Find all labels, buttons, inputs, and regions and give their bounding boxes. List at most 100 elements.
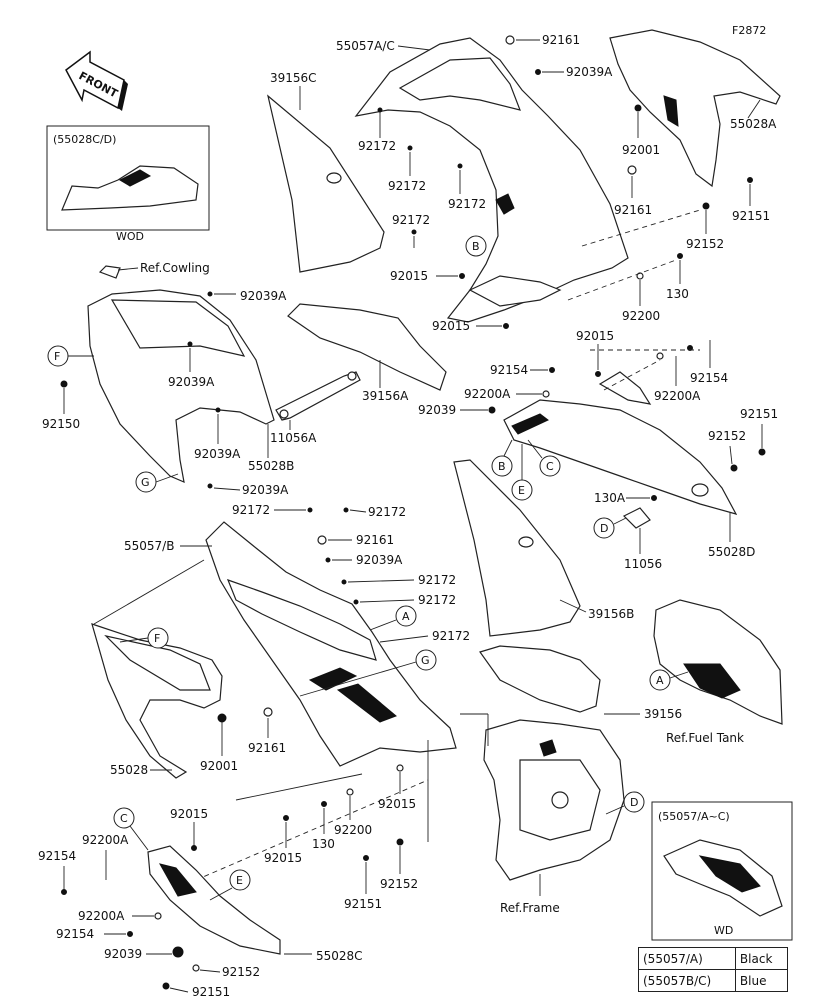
svg-text:A: A (402, 610, 410, 623)
label-92039a-l4: 92039A (242, 483, 289, 497)
label-92172-b: 92172 (388, 179, 426, 193)
svg-text:G: G (141, 476, 150, 489)
color-row: (55057/A) Black (638, 947, 789, 970)
label-92154-r2: 92154 (690, 371, 728, 385)
svg-text:C: C (546, 460, 554, 473)
label-92154-r1: 92154 (490, 363, 528, 377)
label-92039a-top: 92039A (566, 65, 613, 79)
panel-39156b (453, 459, 581, 637)
svg-text:G: G (421, 654, 430, 667)
label-92039a-l2: 92039A (168, 375, 215, 389)
label-92015-e: 92015 (170, 807, 208, 821)
svg-text:B: B (472, 240, 480, 253)
label-92152-r2: 92152 (708, 429, 746, 443)
label-92015-b: 92015 (432, 319, 470, 333)
callout-b-top (465, 235, 487, 257)
label-11056a: 11056A (270, 431, 317, 445)
label-92039a-m: 92039A (356, 553, 403, 567)
label-92172-a: 92172 (358, 139, 396, 153)
label-92015-c: 92015 (576, 329, 614, 343)
svg-text:B: B (498, 460, 506, 473)
front-arrow-icon: FRONT (65, 50, 128, 111)
label-130-r: 130 (666, 287, 689, 301)
label-92200a-r2: 92200A (654, 389, 701, 403)
label-92015-f: 92015 (264, 851, 302, 865)
label-92154-l: 92154 (38, 849, 76, 863)
callout-e-low (229, 869, 251, 891)
callout-c-mid (539, 455, 561, 477)
bracket-11056 (622, 507, 651, 529)
panel-55028d (503, 371, 738, 515)
svg-text:C: C (120, 812, 128, 825)
label-92161-m2: 92161 (248, 741, 286, 755)
color-row-color: Black (734, 947, 789, 970)
color-row-part: (55057B/C) (638, 969, 736, 992)
panel-39156a (287, 303, 447, 391)
label-92001-top: 92001 (622, 143, 660, 157)
label-92161-m: 92161 (356, 533, 394, 547)
label-92172-g: 92172 (418, 573, 456, 587)
panel-55028a (609, 29, 781, 188)
bracket-11056a (275, 371, 361, 421)
svg-text:D: D (600, 522, 608, 535)
label-92200a-r1: 92200A (464, 387, 511, 401)
label-92039a-l3: 92039A (194, 447, 241, 461)
inset-55028cd-part (61, 165, 199, 211)
panel-55028b (87, 289, 275, 483)
label-55028d: 55028D (708, 545, 755, 559)
label-92154-l2: 92154 (56, 927, 94, 941)
label-92200-r: 92200 (622, 309, 660, 323)
label-92001-m: 92001 (200, 759, 238, 773)
callout-b-mid (491, 455, 513, 477)
callout-d-frame (623, 791, 645, 813)
label-ref-frame: Ref.Frame (500, 901, 560, 915)
label-92039-l: 92039 (104, 947, 142, 961)
inset-55028cd-title: (55028C/D) (53, 133, 116, 146)
label-92039a-l1: 92039A (240, 289, 287, 303)
frame-shape (483, 719, 625, 881)
label-92172-c: 92172 (448, 197, 486, 211)
svg-text:F: F (54, 350, 60, 363)
inset-55028cd-caption: WOD (116, 230, 144, 243)
label-92152-m: 92152 (380, 877, 418, 891)
inset-55028cd-box (46, 125, 210, 231)
svg-text:F: F (154, 632, 160, 645)
label-92161-top: 92161 (542, 33, 580, 47)
label-92200-m: 92200 (334, 823, 372, 837)
label-92151-m: 92151 (344, 897, 382, 911)
label-ref-fuel-tank: Ref.Fuel Tank (666, 731, 744, 745)
label-130-m: 130 (312, 837, 335, 851)
fuel-tank-shape (653, 599, 783, 725)
label-92039-r: 92039 (418, 403, 456, 417)
label-55028c: 55028C (316, 949, 363, 963)
inset-55057-box (651, 801, 793, 941)
label-92200a-l: 92200A (82, 833, 129, 847)
callout-a-right (649, 669, 671, 691)
label-92172-h: 92172 (418, 593, 456, 607)
label-92161-r: 92161 (614, 203, 652, 217)
callout-a-mid (395, 605, 417, 627)
color-row: (55057B/C) Blue (638, 969, 789, 992)
label-55057b: 55057/B (124, 539, 174, 553)
label-39156a: 39156A (362, 389, 409, 403)
inset-55057-caption: WD (714, 924, 733, 937)
label-92200a-l2: 92200A (78, 909, 125, 923)
side-cowl-55057b (205, 521, 457, 767)
label-130a: 130A (594, 491, 626, 505)
panel-55028c (147, 845, 281, 958)
label-92172-d: 92172 (392, 213, 430, 227)
label-39156: 39156 (644, 707, 682, 721)
label-55057ac: 55057A/C (336, 39, 395, 53)
inset-55057-part (663, 839, 783, 917)
label-39156c: 39156C (270, 71, 317, 85)
panel-55028 (91, 623, 223, 779)
label-92151-r: 92151 (732, 209, 770, 223)
callout-c-low (113, 807, 135, 829)
callout-g-mid (415, 649, 437, 671)
panel-39156 (479, 645, 601, 713)
label-92015-a: 92015 (390, 269, 428, 283)
label-ref-cowling: Ref.Cowling (140, 261, 210, 275)
cowling-bracket (98, 265, 121, 279)
label-92152-b: 92152 (222, 965, 260, 979)
